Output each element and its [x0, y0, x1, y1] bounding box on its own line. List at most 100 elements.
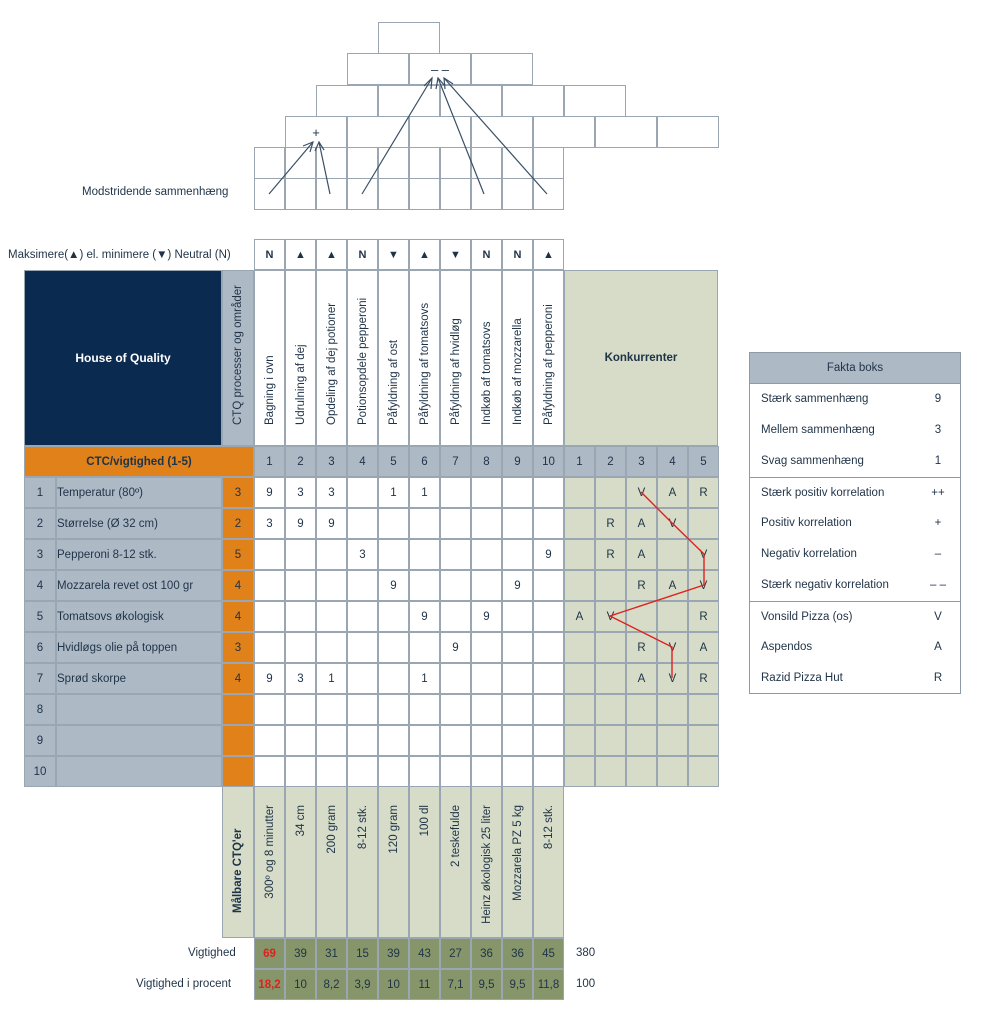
roof-cell: [440, 147, 471, 179]
importance-pct-total: 100: [576, 978, 596, 990]
importance-pct-value: 10: [285, 969, 316, 1000]
relationship-cell: 9: [471, 601, 502, 632]
roof-cell: [347, 53, 409, 85]
relationship-cell: 9: [378, 570, 409, 601]
relationship-cell: 9: [440, 632, 471, 663]
importance-value: 27: [440, 938, 471, 969]
competitor-cell: [564, 694, 595, 725]
row-number: 1: [24, 477, 56, 508]
row-label: [56, 725, 222, 756]
competitor-cell: [688, 725, 719, 756]
relationship-cell: [347, 570, 378, 601]
relationship-cell: 9: [502, 570, 533, 601]
fact-item: Positiv korrelation+: [750, 508, 960, 539]
competitor-cell: A: [657, 477, 688, 508]
roof-symbol-strong-negative: – –: [409, 53, 471, 85]
row-importance: 2: [222, 508, 254, 539]
roof-cell: [409, 147, 440, 179]
competitor-cell: [657, 539, 688, 570]
relationship-cell: 9: [316, 508, 347, 539]
competitor-cell: A: [626, 508, 657, 539]
relationship-cell: 1: [409, 477, 440, 508]
relationship-cell: [347, 632, 378, 663]
importance-pct-label: Vigtighed i procent: [136, 978, 232, 990]
row-number: 7: [24, 663, 56, 694]
process-header-label: Påfyldning af ost: [387, 339, 400, 425]
competitor-cell: [564, 632, 595, 663]
relationship-cell: [533, 477, 564, 508]
relationship-cell: [502, 756, 533, 787]
competitor-cell: R: [626, 632, 657, 663]
competitor-cell: [595, 632, 626, 663]
relationship-cell: [285, 756, 316, 787]
relationship-cell: 3: [316, 477, 347, 508]
relationship-cell: [440, 508, 471, 539]
process-number: 7: [440, 446, 471, 477]
process-header: Påfyldning af hvidløg: [440, 270, 471, 446]
row-label: Størrelse (Ø 32 cm): [56, 508, 222, 539]
process-header: Opdeling af dej potioner: [316, 270, 347, 446]
process-number: 3: [316, 446, 347, 477]
competitor-cell: R: [688, 663, 719, 694]
roof-symbol-plus: +: [285, 116, 347, 148]
competitor-number: 1: [564, 446, 595, 477]
fact-value: V: [934, 611, 942, 623]
relationship-cell: 1: [378, 477, 409, 508]
measurable-cell: 120 gram: [378, 786, 409, 938]
process-header-label: Påfyldning af pepperoni: [542, 304, 555, 425]
relationship-cell: [285, 601, 316, 632]
row-importance: 3: [222, 477, 254, 508]
process-header: Påfyldning af ost: [378, 270, 409, 446]
relationship-cell: [533, 570, 564, 601]
row-number: 9: [24, 725, 56, 756]
row-importance: 4: [222, 601, 254, 632]
process-header-label: Indkøb af mozzarella: [511, 318, 524, 425]
relationship-cell: [440, 756, 471, 787]
relationship-cell: [409, 725, 440, 756]
row-label: Sprød skorpe: [56, 663, 222, 694]
competitor-cell: [564, 477, 595, 508]
roof-cell: [440, 85, 502, 117]
roof-cell: [347, 116, 409, 148]
roof-cell: [316, 85, 378, 117]
fact-label: Aspendos: [761, 641, 813, 653]
importance-pct-value: 18,2: [254, 969, 285, 1000]
competitor-cell: R: [688, 601, 719, 632]
process-header: Påfyldning af tomatsovs: [409, 270, 440, 446]
relationship-cell: [471, 570, 502, 601]
measurable-cell: 2 teskefulde: [440, 786, 471, 938]
roof-cell: [595, 116, 657, 148]
fact-value: –: [934, 548, 942, 560]
relationship-cell: [254, 694, 285, 725]
competitor-cell: V: [688, 570, 719, 601]
relationship-cell: [409, 756, 440, 787]
competitor-cell: R: [595, 539, 626, 570]
roof-cell: [378, 178, 409, 210]
process-header: Bagning i ovn: [254, 270, 285, 446]
roof-label: Modstridende sammenhæng: [82, 186, 229, 198]
row-importance: 4: [222, 570, 254, 601]
process-header: Indkøb af tomatsovs: [471, 270, 502, 446]
relationship-cell: [502, 508, 533, 539]
fact-value: ++: [931, 487, 945, 499]
relationship-cell: [440, 725, 471, 756]
row-label: Mozzarela revet ost 100 gr: [56, 570, 222, 601]
roof-cell: [533, 147, 564, 179]
direction-symbol: ▲: [533, 239, 564, 270]
relationship-cell: [533, 663, 564, 694]
competitor-number: 3: [626, 446, 657, 477]
roof-cell: [440, 178, 471, 210]
competitor-cell: V: [688, 539, 719, 570]
competitor-number: 2: [595, 446, 626, 477]
relationship-cell: [471, 694, 502, 725]
importance-pct-value: 11,8: [533, 969, 564, 1000]
competitor-cell: [564, 756, 595, 787]
fact-item: Stærk positiv korrelation++: [750, 477, 960, 508]
relationship-cell: [254, 756, 285, 787]
fact-value: – –: [930, 579, 946, 591]
relationship-cell: [440, 570, 471, 601]
competitor-cell: [564, 663, 595, 694]
competitor-cell: R: [626, 570, 657, 601]
measurable-value: 8-12 stk.: [356, 805, 369, 850]
relationship-cell: [533, 508, 564, 539]
